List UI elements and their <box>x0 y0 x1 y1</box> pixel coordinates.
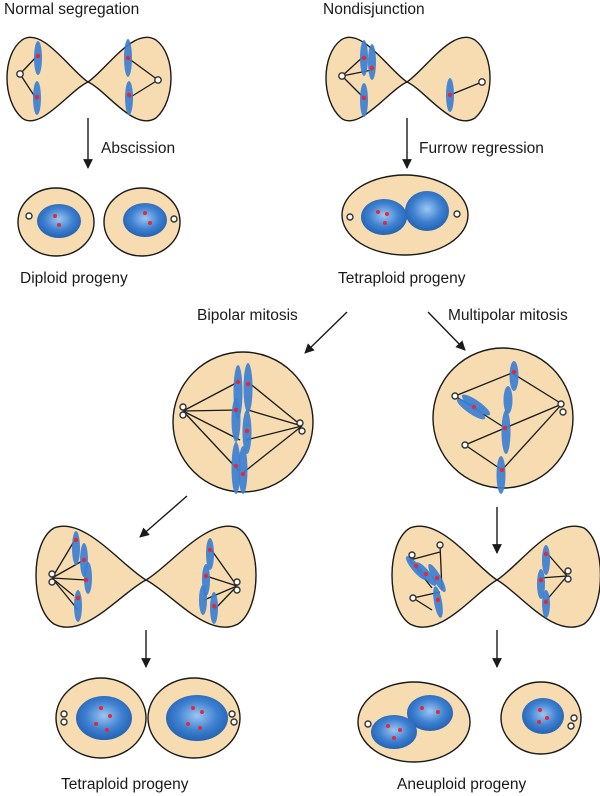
bipolar-mitosis-cell <box>172 351 314 494</box>
centrosome <box>346 213 354 221</box>
centrosome <box>16 70 24 78</box>
arrow-multipolar-mitosis <box>427 311 466 351</box>
centrosome <box>564 567 572 575</box>
centrosome <box>559 408 567 416</box>
centrosome <box>478 78 486 86</box>
aneuploid-progeny-cells <box>357 681 582 763</box>
centrosome <box>461 441 469 449</box>
centrosome <box>25 212 33 220</box>
tetraploid-progeny-cell-top <box>341 174 469 256</box>
tetraploid-dividing-cell <box>35 525 257 628</box>
centrosome <box>451 392 459 400</box>
centrosome <box>338 72 346 80</box>
nucleus <box>371 715 417 749</box>
nucleus <box>123 203 167 237</box>
label-furrow-regression: Furrow regression <box>419 140 544 157</box>
centrosome <box>179 411 187 419</box>
normal-segregation-cell <box>6 36 172 122</box>
label-diploid-progeny: Diploid progeny <box>20 270 128 287</box>
multipolar-mitosis-cell <box>432 347 574 494</box>
arrow-bipolar-mitosis <box>304 311 348 354</box>
nucleus <box>405 191 449 231</box>
centrosome <box>48 578 56 586</box>
centrosome <box>233 586 241 594</box>
centrosome <box>570 714 578 722</box>
centrosome <box>409 594 417 602</box>
label-abscission: Abscission <box>101 140 175 157</box>
centrosome <box>228 710 236 718</box>
nucleus <box>76 696 132 740</box>
arrow-bipolar-to-division <box>139 495 188 538</box>
tetraploid-progeny-cells-bottom <box>55 677 241 759</box>
centrosome <box>436 541 444 549</box>
chromosome <box>368 44 376 80</box>
centrosome <box>557 400 565 408</box>
centrosome <box>154 76 162 84</box>
centrosome <box>230 718 238 726</box>
centrosome <box>60 718 68 726</box>
centrosome <box>233 578 241 586</box>
centrosome <box>296 419 304 427</box>
nucleus <box>37 204 81 238</box>
centrosome <box>364 720 372 728</box>
centrosome <box>48 570 56 578</box>
nucleus <box>166 695 228 741</box>
label-normal-segregation: Normal segregation <box>4 1 139 18</box>
label-nondisjunction: Nondisjunction <box>323 1 425 18</box>
centrosome <box>170 215 178 223</box>
nondisjunction-cell <box>325 36 491 122</box>
centrosome <box>567 722 575 730</box>
centrosome <box>453 210 461 218</box>
nucleus <box>361 199 407 235</box>
chromosome <box>125 81 133 115</box>
label-tetraploid-progeny-top: Tetraploid progeny <box>338 270 466 287</box>
label-tetraploid-progeny-bottom: Tetraploid progeny <box>61 776 189 793</box>
centrosome <box>60 710 68 718</box>
label-multipolar-mitosis: Multipolar mitosis <box>448 307 568 324</box>
centrosome <box>298 427 306 435</box>
label-bipolar-mitosis: Bipolar mitosis <box>197 307 298 324</box>
aneuploid-dividing-cell <box>391 525 600 628</box>
label-aneuploid-progeny: Aneuploid progeny <box>397 776 527 793</box>
nucleus <box>407 695 453 731</box>
centrosome <box>408 551 416 559</box>
diploid-progeny-cells <box>17 187 181 257</box>
nucleus <box>522 698 564 734</box>
centrosome <box>179 403 187 411</box>
centrosome <box>564 575 572 583</box>
